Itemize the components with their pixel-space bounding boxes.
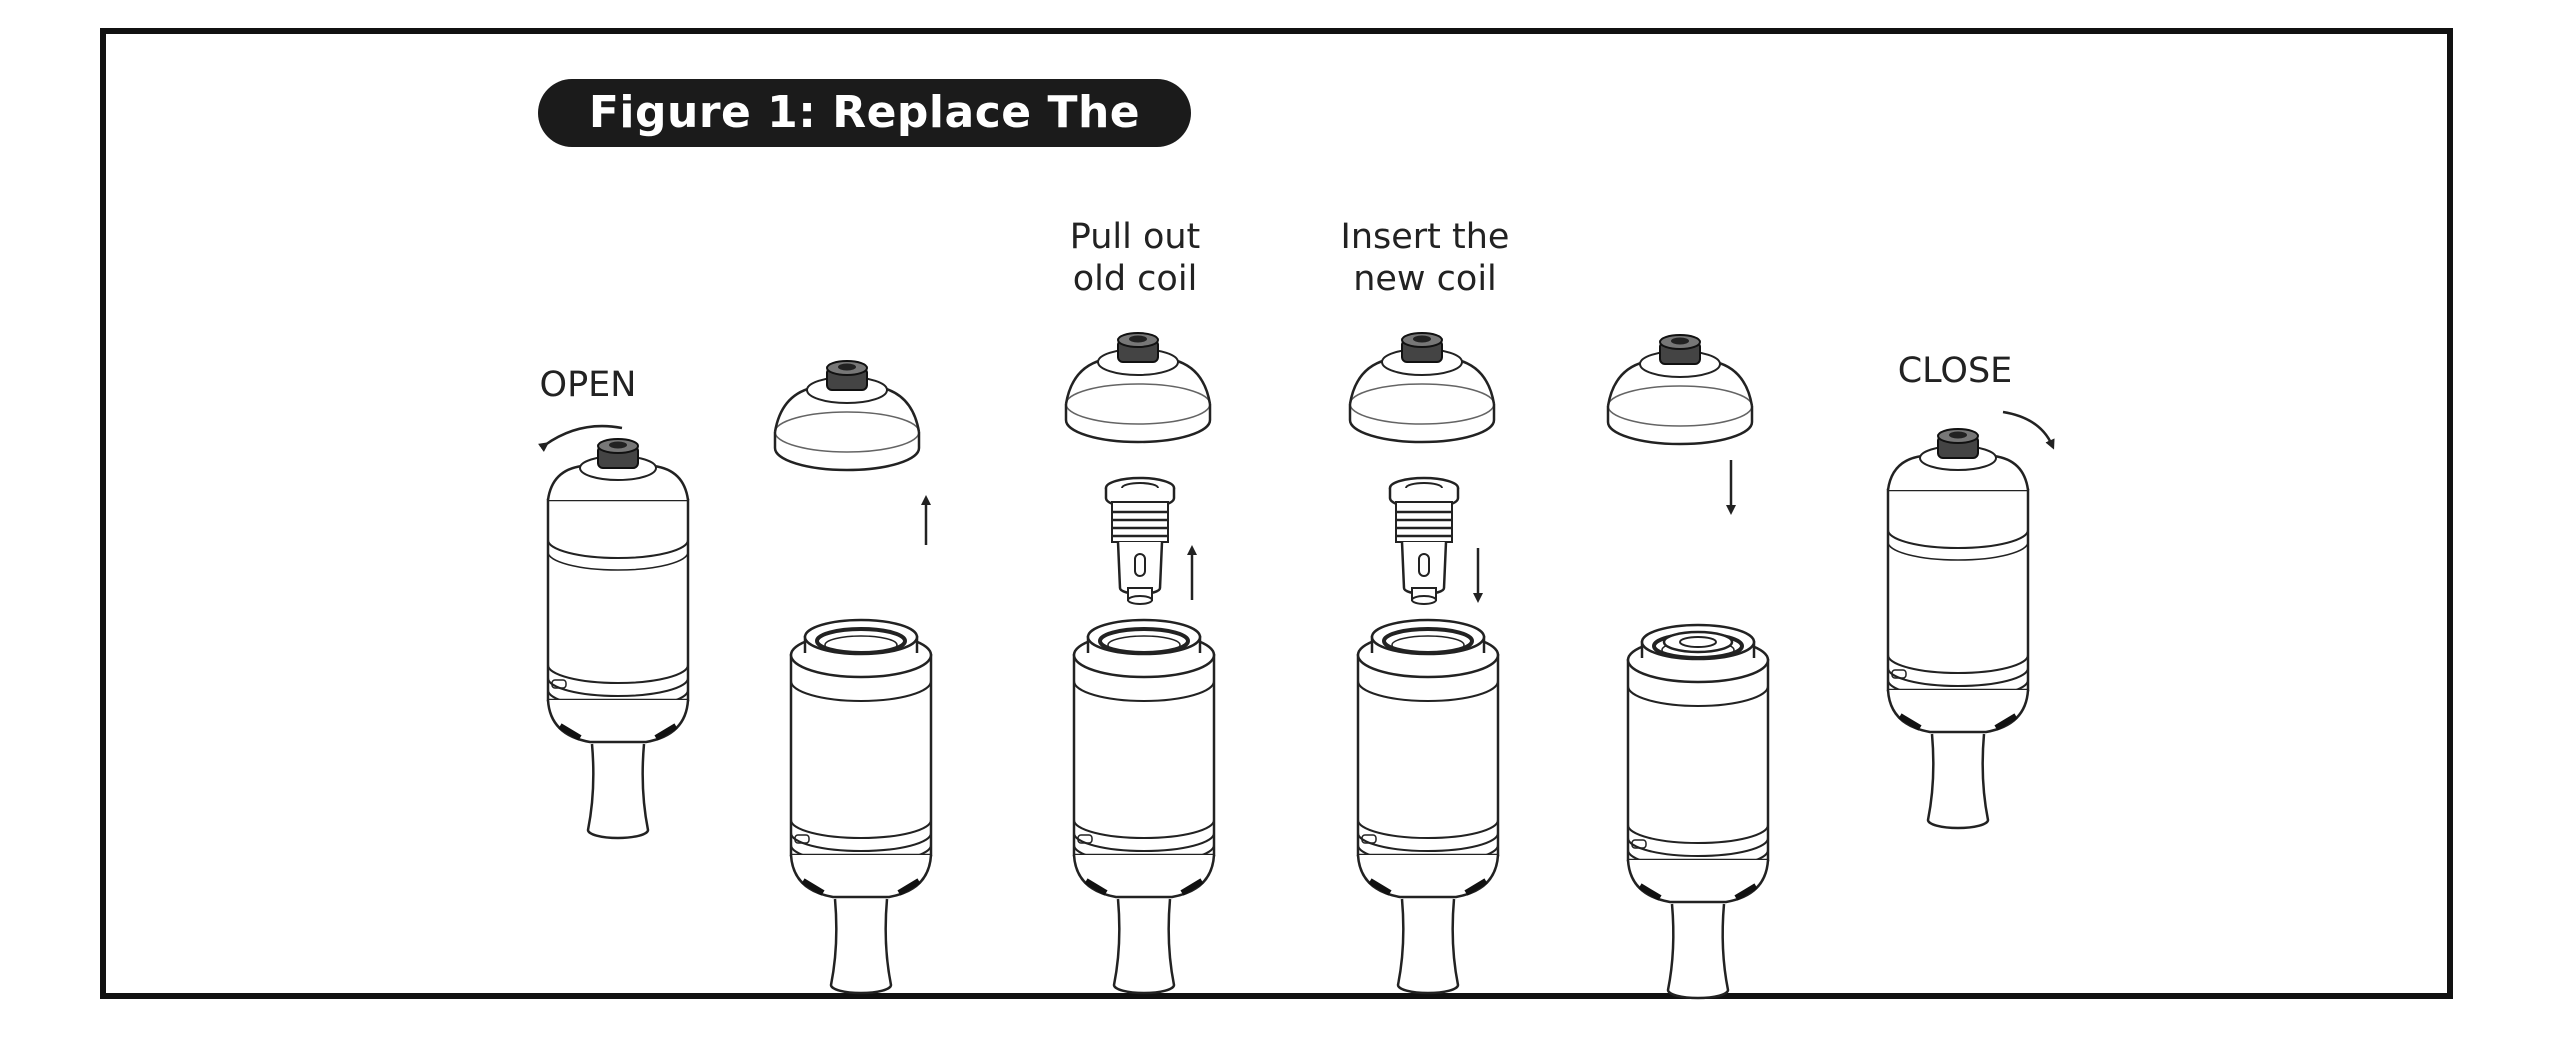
insert-label-line1: Insert the [1340, 217, 1510, 257]
step-insert-coil [1348, 331, 1498, 993]
insert-label-line2: new coil [1353, 259, 1497, 299]
open-label: OPEN [539, 365, 637, 405]
step-cap-removed [773, 359, 931, 993]
insert-label: Insert the new coil [1325, 216, 1525, 300]
step-open [538, 424, 688, 838]
step-close [1888, 410, 2055, 828]
step-replace-cap [1606, 333, 1768, 998]
rotate-arrow-icon [2002, 410, 2055, 450]
pull-out-label-line1: Pull out [1069, 217, 1201, 257]
figure-frame [100, 28, 2453, 999]
figure-title: Figure 1: Replace The Coil [538, 79, 1191, 206]
rotate-arrow-icon [538, 424, 623, 452]
step-pull-out-coil [1064, 331, 1214, 993]
pull-out-label: Pull out old coil [1045, 216, 1225, 300]
close-label: CLOSE [1897, 351, 2013, 391]
pull-out-label-line2: old coil [1072, 259, 1198, 299]
